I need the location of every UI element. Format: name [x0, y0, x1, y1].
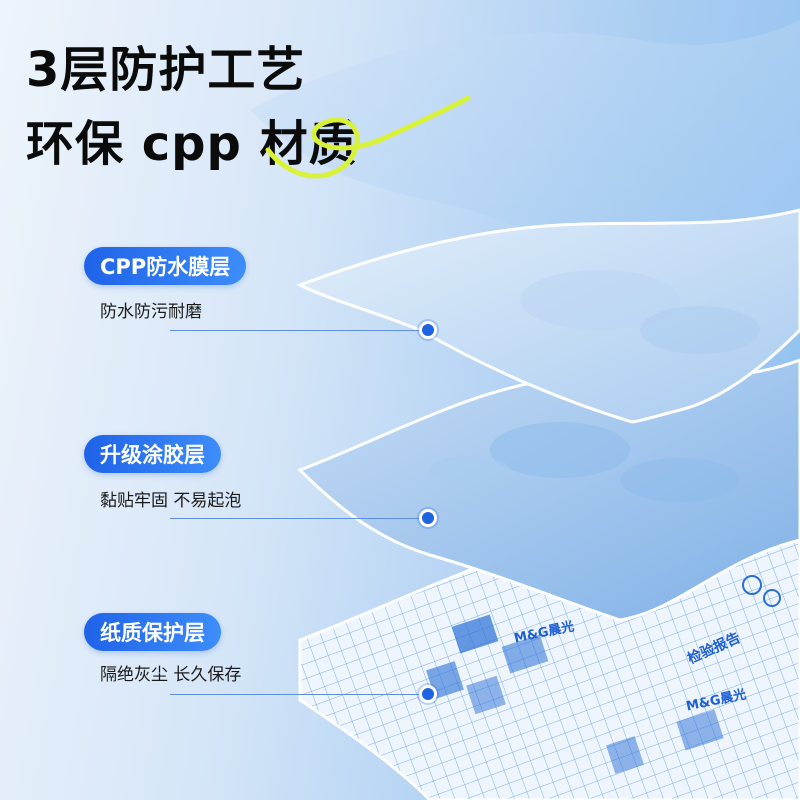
- leader-line-paper-layer: [170, 694, 428, 695]
- feature-cpp-film: 防水防污耐磨: [100, 302, 202, 322]
- feature-glue-layer: 黏贴牢固 不易起泡: [100, 491, 242, 511]
- badge-cpp-film: CPP防水膜层: [84, 247, 247, 285]
- feature-paper-layer: 隔绝灰尘 长久保存: [100, 665, 242, 685]
- glue-layer: [297, 358, 800, 622]
- leader-line-glue-layer: [170, 518, 428, 519]
- marker-dot-glue-layer: [419, 509, 437, 527]
- marker-dot-cpp-film: [419, 321, 437, 339]
- marker-dot-paper-layer: [419, 685, 437, 703]
- badge-glue-layer: 升级涂胶层: [84, 435, 221, 473]
- badge-paper-layer: 纸质保护层: [84, 613, 221, 651]
- headline-line-1: 3层防护工艺: [26, 42, 306, 98]
- leader-line-cpp-film: [170, 330, 428, 331]
- cpp-film-layer: [296, 208, 800, 424]
